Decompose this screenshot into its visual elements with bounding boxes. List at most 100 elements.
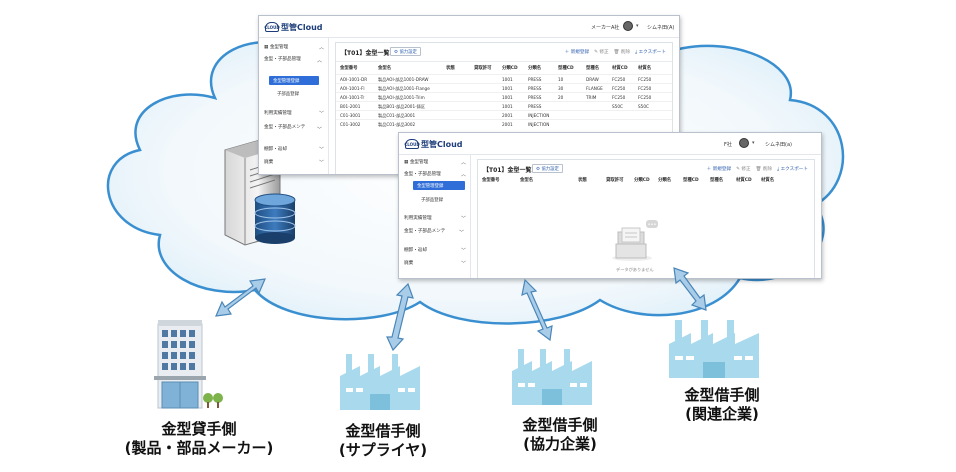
office-building-icon <box>154 320 223 409</box>
table-cell: 製品AOI-部品1001-DRAW <box>378 77 429 82</box>
app-logo[interactable]: CLOUD 型管Cloud <box>404 138 463 150</box>
table-cell: C01-3001 <box>340 113 361 118</box>
table-cell: 10 <box>558 77 564 82</box>
sidebar-item-mold-register[interactable]: 金型管理登録 <box>269 76 319 85</box>
grid-icon: ▦ <box>404 160 410 165</box>
edit-button[interactable]: ✎ 修正 <box>594 50 609 55</box>
column-header[interactable]: 状態 <box>446 66 455 71</box>
party-label-lender: 金型貸手側 (製品・部品メーカー) <box>108 420 290 458</box>
party-title: 金型借手側 <box>522 416 598 434</box>
table-cell: FLANGE <box>586 86 603 91</box>
table-cell: INJECTION <box>528 113 550 118</box>
chevron-down-icon: ﹀ <box>460 248 466 254</box>
column-header[interactable]: 分類名 <box>528 66 542 71</box>
column-header[interactable]: 材質名 <box>761 178 775 183</box>
table-cell: 20 <box>558 95 564 100</box>
edit-button[interactable]: ✎ 修正 <box>736 167 751 172</box>
export-button[interactable]: ⤓ エクスポート <box>777 167 808 172</box>
sidebar-item-label: 利用実績管理 <box>404 216 432 221</box>
page-title: 【T01】金型一覧 <box>341 50 390 57</box>
filter-button[interactable]: ⚙ 協力設定 <box>532 164 563 173</box>
sidebar-item-usage[interactable]: 利用実績管理﹀ <box>264 110 324 117</box>
new-button[interactable]: ＋ 新規登録 <box>564 50 590 55</box>
column-header[interactable]: 型種名 <box>586 66 600 71</box>
sidebar-item-inventory[interactable]: 棚卸・返却﹀ <box>264 146 324 153</box>
page-title: 【T01】金型一覧 <box>483 167 532 174</box>
sidebar-item-mold-parts[interactable]: 金型・子部品管理 <box>264 57 312 63</box>
column-header[interactable]: 材質名 <box>638 66 652 71</box>
sidebar-item-label: 金型管理 <box>409 160 429 165</box>
party-subtitle: (協力企業) <box>523 435 597 453</box>
sidebar-item-inventory[interactable]: 棚卸・返却﹀ <box>404 247 466 254</box>
column-header[interactable]: 貸取許可 <box>606 178 624 183</box>
sidebar-item-disposal[interactable]: 廃棄﹀ <box>404 260 466 267</box>
column-header[interactable]: 型種CD <box>683 178 699 183</box>
sidebar-item-label: 利用実績管理 <box>264 111 292 116</box>
chevron-down-icon[interactable]: ▾ <box>636 23 639 29</box>
export-button[interactable]: ⤓ エクスポート <box>635 50 666 55</box>
company-name: メーカーA社 <box>591 25 620 31</box>
chevron-down-icon[interactable]: ▾ <box>752 140 755 146</box>
sidebar-item-mold-management[interactable]: ▦ 金型管理︿ <box>264 44 324 51</box>
column-header[interactable]: 金型番号 <box>482 178 500 183</box>
sidebar-item-child-parts[interactable]: 子部品登録 <box>421 198 443 203</box>
mold-list-card: 【T01】金型一覧 ⚙ 協力設定 ＋ 新規登録 ✎ 修正 🗑 削除 ⤓ エクスポ… <box>477 159 815 278</box>
table-cell: 1001 <box>502 104 513 109</box>
table-cell: 2001 <box>502 122 513 127</box>
sidebar-item-mold-management[interactable]: ▦ 金型管理 ︿ <box>404 159 466 166</box>
column-header[interactable]: 金型番号 <box>340 66 358 71</box>
sidebar-item-label: 廃棄 <box>264 160 274 165</box>
sidebar-item-child-parts[interactable]: 子部品登録 <box>277 92 299 97</box>
factory-icon-supplier <box>340 354 420 410</box>
column-header[interactable]: 金型名 <box>378 66 392 71</box>
table-cell: 製品AOI-部品1001-Trim <box>378 95 425 100</box>
app-logo[interactable]: CLOUD 型管Cloud <box>264 21 323 33</box>
divider <box>336 61 672 62</box>
column-header[interactable]: 材質CD <box>612 66 628 71</box>
column-header[interactable]: 金型名 <box>520 178 534 183</box>
top-bar: CLOUD 型管Cloud F社 ▾ シムネ田(a) <box>399 133 821 155</box>
table-cell: INJECTION <box>528 122 550 127</box>
app-window-partner: CLOUD 型管Cloud F社 ▾ シムネ田(a) ▦ 金型管理 ︿ 金型・子部… <box>398 132 822 279</box>
sidebar-item-mold-register[interactable]: 金型管理登録 <box>413 181 465 190</box>
column-header[interactable]: 状態 <box>578 178 587 183</box>
chevron-down-icon: ﹀ <box>460 216 466 222</box>
chevron-up-icon: ︿ <box>460 160 466 166</box>
table-cell: 1001 <box>502 77 513 82</box>
table-header: 金型番号 金型名 状態 貸取許可 分類CD 分類名 型種CD 型種名 材質CD 材質名 <box>336 65 672 73</box>
column-header[interactable]: 型種名 <box>710 178 724 183</box>
new-button[interactable]: ＋ 新規登録 <box>706 167 732 172</box>
sidebar-item-mold-parts[interactable]: 金型・子部品管理︿ <box>404 171 466 178</box>
sidebar-item-label: 金型・子部品管理 <box>404 172 441 177</box>
table-cell: 30 <box>558 86 564 91</box>
user-avatar-icon[interactable] <box>739 138 749 148</box>
table-cell: B01-2001 <box>340 104 361 109</box>
empty-inbox-icon: ••• <box>612 220 658 261</box>
delete-button[interactable]: 🗑 削除 <box>613 50 631 55</box>
column-header[interactable]: 分類CD <box>502 66 518 71</box>
column-header[interactable]: 分類名 <box>658 178 672 183</box>
sidebar-item-label: 金型・子部品メンテ <box>404 229 446 234</box>
filter-button[interactable]: ⚙ 協力設定 <box>390 47 421 56</box>
table-cell: FC250 <box>638 86 652 91</box>
sidebar-item-usage[interactable]: 利用実績管理 ﹀ <box>404 215 466 222</box>
user-avatar-icon[interactable] <box>623 21 633 31</box>
sidebar-item-label: 金型・子部品管理 <box>264 57 301 62</box>
sidebar-item-disposal[interactable]: 廃棄﹀ <box>264 159 324 166</box>
column-header[interactable]: 型種CD <box>558 66 574 71</box>
sidebar-item-maintenance[interactable]: 金型・子部品メンテ <box>404 229 454 235</box>
table-header: 金型番号 金型名 状態 貸取許可 分類CD 分類名 型種CD 型種名 材質CD 材質名 <box>478 177 814 185</box>
top-bar: CLOUD 型管Cloud メーカーA社 ▾ シムネ田(A) <box>259 16 679 38</box>
column-header[interactable]: 分類CD <box>634 178 650 183</box>
column-header[interactable]: 貸取許可 <box>474 66 492 71</box>
delete-button[interactable]: 🗑 削除 <box>755 167 773 172</box>
column-header[interactable]: 材質CD <box>736 178 752 183</box>
sidebar-item-maintenance[interactable]: 金型・子部品メンテ <box>264 125 312 131</box>
